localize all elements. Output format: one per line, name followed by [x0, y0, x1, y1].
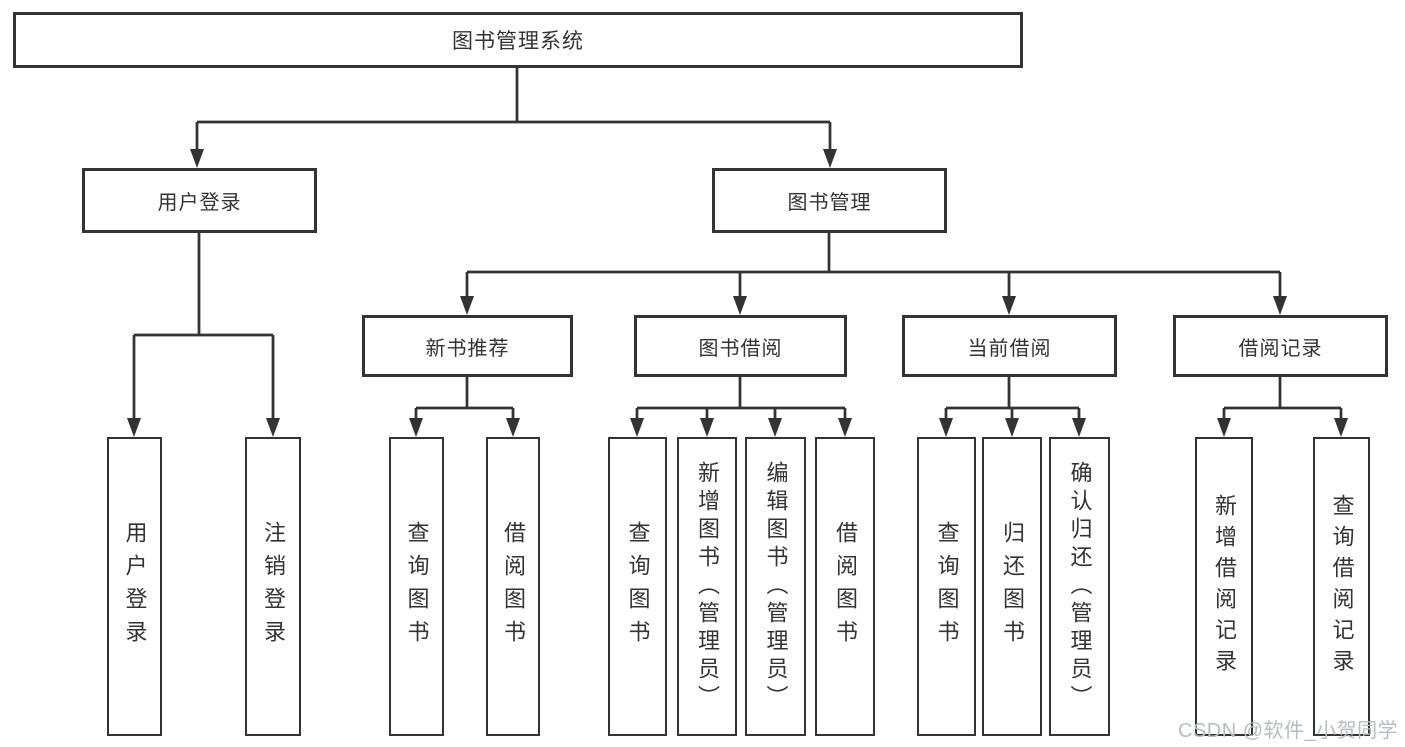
- node-new-book-recommend: 新书推荐: [362, 315, 573, 377]
- leaf-return-book: 归还图书: [982, 437, 1042, 736]
- leaf-borrow-books-borrow: 借阅图书: [815, 437, 875, 736]
- leaf-query-books-recommend: 查询图书: [389, 437, 444, 736]
- leaf-user-login: 用户登录: [107, 437, 162, 736]
- leaf-add-book-admin: 新增图书（管理员）: [677, 437, 737, 736]
- leaf-query-borrow-record-label: 查询借阅记录: [1329, 493, 1355, 680]
- leaf-confirm-return-admin: 确认归还（管理员）: [1049, 437, 1110, 736]
- leaf-add-book-admin-label: 新增图书（管理员）: [695, 460, 720, 713]
- node-book-borrow: 图书借阅: [634, 315, 847, 377]
- leaf-query-books-borrow-label: 查询图书: [625, 520, 651, 653]
- leaf-borrow-books-recommend-label: 借阅图书: [501, 520, 526, 653]
- node-borrow-records: 借阅记录: [1173, 315, 1388, 377]
- leaf-add-borrow-record: 新增借阅记录: [1195, 437, 1253, 736]
- leaf-edit-book-admin-label: 编辑图书（管理员）: [763, 460, 789, 713]
- node-book-management-label: 图书管理: [787, 192, 872, 214]
- node-root-label: 图书管理系统: [452, 30, 584, 53]
- node-book-management: 图书管理: [712, 168, 947, 233]
- leaf-borrow-books-borrow-label: 借阅图书: [833, 520, 858, 653]
- leaf-add-borrow-record-label: 新增借阅记录: [1212, 493, 1237, 680]
- connector-lines: [132, 68, 1343, 425]
- node-book-borrow-label: 图书借阅: [698, 337, 783, 360]
- node-user-login: 用户登录: [82, 168, 317, 233]
- arrowhead-icons: [127, 149, 1348, 437]
- node-current-borrow-label: 当前借阅: [967, 337, 1052, 360]
- leaf-query-borrow-record: 查询借阅记录: [1313, 437, 1370, 736]
- leaf-edit-book-admin: 编辑图书（管理员）: [745, 437, 806, 736]
- leaf-logout-label: 注销登录: [261, 520, 286, 653]
- node-user-login-label: 用户登录: [157, 192, 242, 214]
- node-borrow-records-label: 借阅记录: [1238, 337, 1323, 360]
- leaf-user-login-label: 用户登录: [122, 520, 148, 653]
- leaf-query-books-current: 查询图书: [917, 437, 976, 736]
- leaf-return-book-label: 归还图书: [1000, 520, 1025, 653]
- node-new-book-recommend-label: 新书推荐: [425, 337, 510, 360]
- leaf-query-books-borrow: 查询图书: [608, 437, 667, 736]
- csdn-watermark: CSDN @软件_小贺同学: [1178, 720, 1399, 742]
- node-current-borrow: 当前借阅: [902, 315, 1117, 377]
- node-root: 图书管理系统: [13, 12, 1023, 68]
- leaf-query-books-current-label: 查询图书: [934, 520, 960, 653]
- leaf-query-books-recommend-label: 查询图书: [404, 520, 430, 653]
- leaf-borrow-books-recommend: 借阅图书: [486, 437, 540, 736]
- leaf-confirm-return-admin-label: 确认归还（管理员）: [1067, 460, 1093, 713]
- leaf-logout: 注销登录: [245, 437, 301, 736]
